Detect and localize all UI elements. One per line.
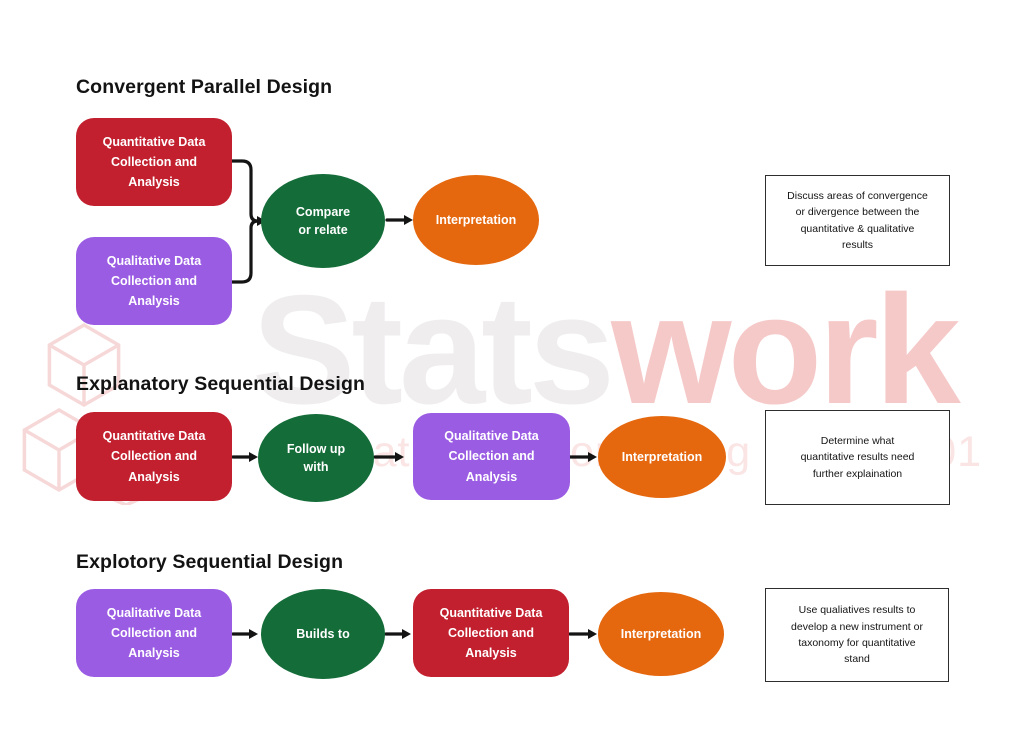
follow-up-with-label: Follow up with <box>286 441 346 474</box>
interpretation-label-s3: Interpretation <box>620 626 702 641</box>
qualitative-box-s1-label: Qualitative Data Collection and Analysis <box>106 253 202 309</box>
qualitative-box-s1: Qualitative Data Collection and Analysis <box>76 237 232 325</box>
section-title-explotory: Explotory Sequential Design <box>76 551 344 573</box>
quantitative-box-s3-label: Quantitative Data Collection and Analysi… <box>439 605 543 661</box>
watermark-brand-red: work <box>611 263 961 436</box>
note-box-s1: Discuss areas of convergence or divergen… <box>765 175 950 266</box>
interpretation-label-s2: Interpretation <box>621 449 703 464</box>
interpretation-ellipse-s2: Interpretation <box>598 416 726 498</box>
interpretation-ellipse-s1: Interpretation <box>413 175 539 265</box>
note-box-s3: Use qualiatives results to develop a new… <box>765 588 949 682</box>
note-box-s2: Determine what quantitative results need… <box>765 410 950 505</box>
qualitative-box-s3: Qualitative Data Collection and Analysis <box>76 589 232 677</box>
compare-or-relate-ellipse: Compare or relate <box>261 174 385 268</box>
note-s2-text: Determine what quantitative results need… <box>800 435 915 480</box>
qualitative-box-s3-label: Qualitative Data Collection and Analysis <box>106 605 202 661</box>
watermark-brand-gray: Stats <box>252 263 615 436</box>
quantitative-box-s1-label: Quantitative Data Collection and Analysi… <box>102 134 206 190</box>
quantitative-box-s3: Quantitative Data Collection and Analysi… <box>413 589 569 677</box>
quantitative-box-s1: Quantitative Data Collection and Analysi… <box>76 118 232 206</box>
interpretation-ellipse-s3: Interpretation <box>598 592 724 676</box>
quantitative-box-s2-label: Quantitative Data Collection and Analysi… <box>102 429 206 484</box>
builds-to-label: Builds to <box>296 626 350 641</box>
statswork-watermark: Statswork <box>252 272 961 427</box>
quantitative-box-s2: Quantitative Data Collection and Analysi… <box>76 412 232 501</box>
builds-to-ellipse: Builds to <box>261 589 385 679</box>
follow-up-with-ellipse: Follow up with <box>258 414 374 502</box>
note-s3-text: Use qualiatives results to develop a new… <box>791 604 923 666</box>
section-title-convergent: Convergent Parallel Design <box>76 76 333 98</box>
qualitative-box-s2: Qualitative Data Collection and Analysis <box>413 413 570 500</box>
section-title-explanatory: Explanatory Sequential Design <box>76 373 365 395</box>
interpretation-label-s1: Interpretation <box>435 212 517 227</box>
note-s1-text: Discuss areas of convergence or divergen… <box>787 189 928 251</box>
qualitative-box-s2-label: Qualitative Data Collection and Analysis <box>444 429 539 484</box>
compare-or-relate-label: Compare or relate <box>295 204 351 237</box>
